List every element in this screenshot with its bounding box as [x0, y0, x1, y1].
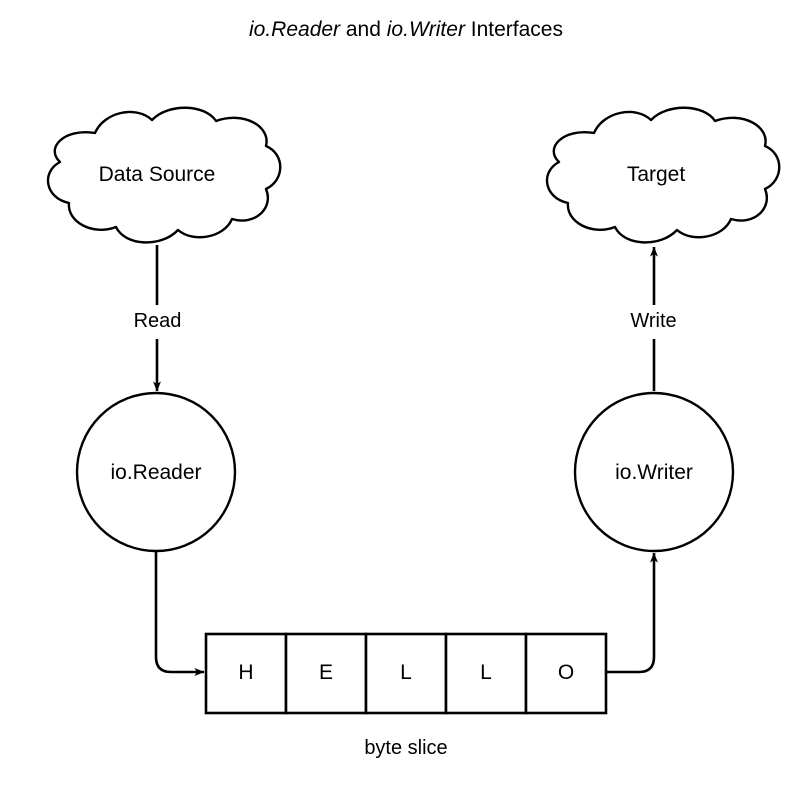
edge-slice-to-writer: [606, 552, 658, 674]
circle-shape-io-reader: [75, 391, 237, 553]
circle-shape-io-writer: [573, 391, 735, 553]
title-part-and: and: [340, 18, 387, 41]
byte-slice-caption: byte slice: [364, 737, 448, 759]
byte-cell-box: [364, 632, 448, 715]
byte-cell-label: H: [238, 661, 254, 684]
page-title: io.Reader and io.Writer Interfaces: [0, 16, 812, 44]
edge-label-write: Write: [601, 310, 706, 332]
byte-cell-box: [524, 632, 608, 715]
title-part-io-reader: io.Reader: [248, 18, 341, 41]
title-part-io-writer: io.Writer: [386, 18, 465, 41]
cloud-shape-data-source: [46, 106, 282, 244]
edge-label-read: Read: [105, 310, 210, 332]
byte-cell-label: L: [480, 661, 492, 684]
title-part-interfaces: Interfaces: [464, 18, 563, 41]
byte-cell-label: E: [318, 661, 333, 684]
byte-cell-box: [204, 632, 288, 715]
cloud-shape-target: [545, 106, 781, 244]
byte-cell-label: L: [400, 661, 412, 684]
byte-cell-box: [444, 632, 528, 715]
byte-cell-box: [284, 632, 368, 715]
edge-reader-to-slice: [154, 551, 205, 676]
byte-slice-boxes: [204, 632, 608, 715]
byte-cell-label: O: [557, 661, 575, 684]
